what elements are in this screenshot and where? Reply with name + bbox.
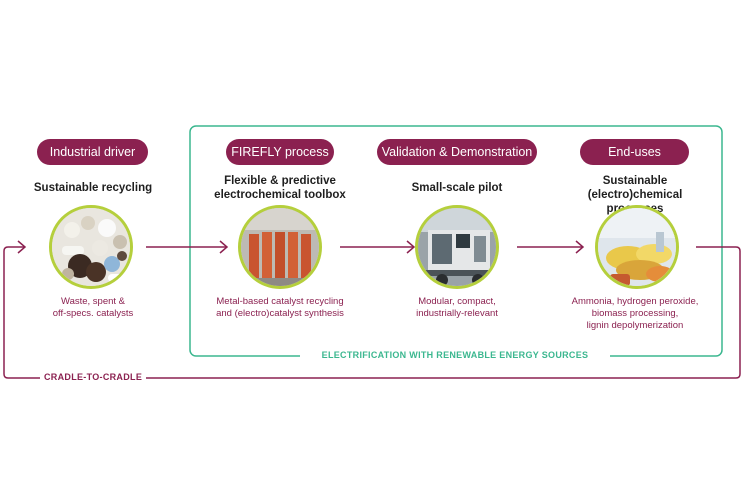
chemical-products-image <box>595 205 679 289</box>
stage-2-caption: Metal-based catalyst recycling and (elec… <box>216 296 344 319</box>
cradle-to-cradle-label: CRADLE-TO-CRADLE <box>40 372 147 382</box>
stage-2-heading: Flexible & predictive electrochemical to… <box>214 175 346 201</box>
electrochemical-cells-image <box>238 205 322 289</box>
cradle-loop-line <box>3 246 741 379</box>
pilot-trailer-image <box>415 205 499 289</box>
electrification-label: ELECTRIFICATION WITH RENEWABLE ENERGY SO… <box>300 350 610 360</box>
catalyst-pellets-image <box>49 205 133 289</box>
arrow-3-head <box>575 240 585 254</box>
stage-3-caption: Modular, compact, industrially-relevant <box>416 296 498 319</box>
stage-2-pill: FIREFLY process <box>226 139 334 165</box>
stage-3-pill: Validation & Demonstration <box>377 139 537 165</box>
stage-1-caption: Waste, spent & off-specs. catalysts <box>52 296 134 319</box>
stage-4-caption: Ammonia, hydrogen peroxide, biomass proc… <box>571 296 699 331</box>
stage-1-heading: Sustainable recycling <box>33 182 153 194</box>
stage-4-pill: End-uses <box>580 139 689 165</box>
arrow-2-head <box>406 240 416 254</box>
loop-arrowhead <box>17 240 27 254</box>
stage-3-heading: Small-scale pilot <box>411 182 503 194</box>
stage-1-pill: Industrial driver <box>37 139 148 165</box>
arrow-1-head <box>219 240 229 254</box>
